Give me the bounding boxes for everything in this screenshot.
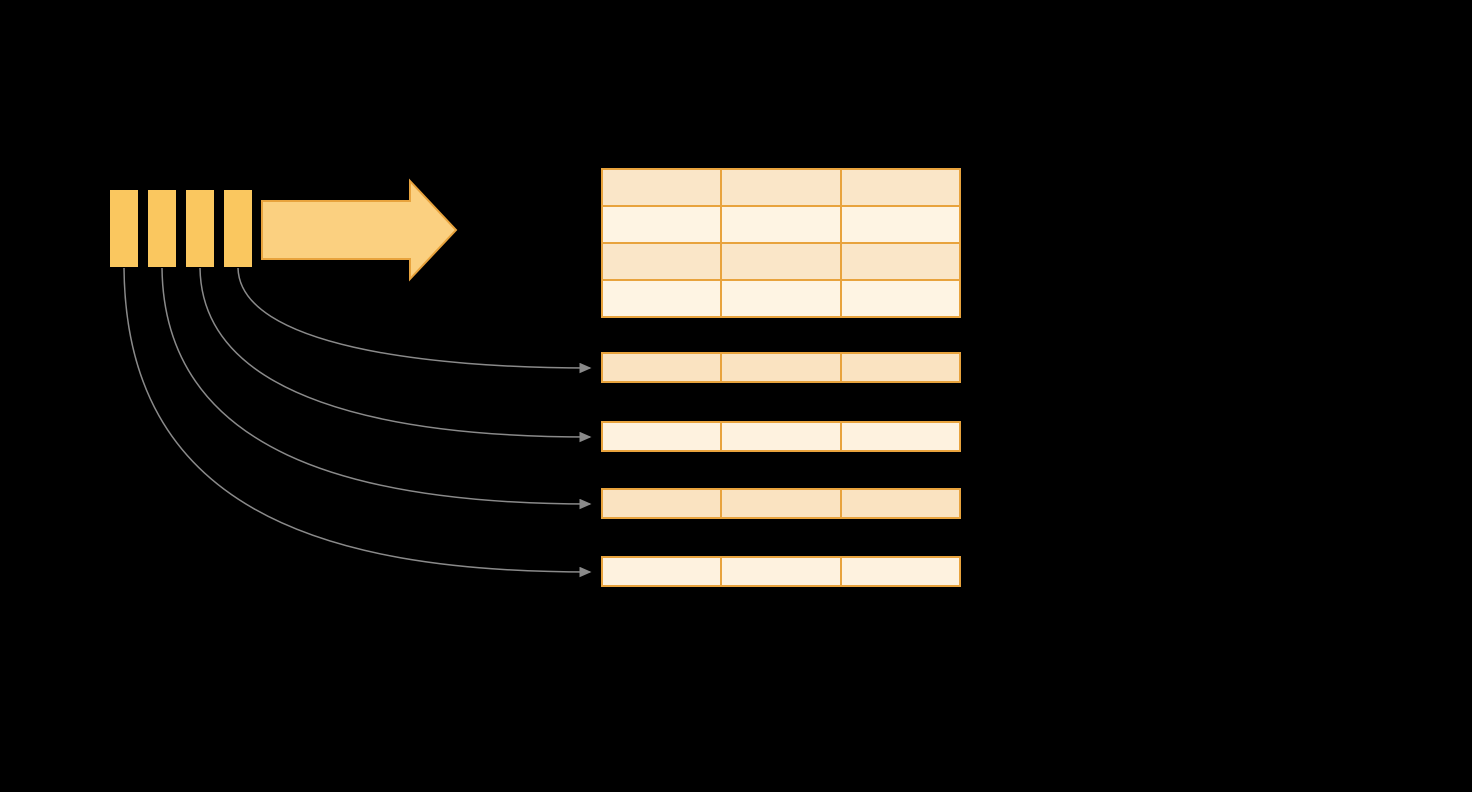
connector-arrow <box>199 267 592 443</box>
row-table-cell <box>720 558 839 585</box>
main-table <box>601 168 961 318</box>
row-table-cell <box>839 490 959 517</box>
row-table-cell <box>603 354 720 381</box>
stream-bar <box>110 190 138 267</box>
main-table-cell <box>603 207 720 242</box>
row-table <box>601 421 961 452</box>
main-table-cell <box>603 170 720 205</box>
row-table-cell <box>720 490 839 517</box>
row-table-cell <box>603 558 720 585</box>
stream-bar <box>186 190 214 267</box>
row-table <box>601 352 961 383</box>
main-table-row <box>603 279 959 316</box>
main-table-cell <box>839 244 959 279</box>
connector-arrow <box>123 267 592 578</box>
stream-bar <box>148 190 176 267</box>
row-table-cell <box>839 423 959 450</box>
main-table-row <box>603 170 959 205</box>
row-table-cell <box>603 423 720 450</box>
main-table-cell <box>720 281 839 316</box>
row-table-cell <box>720 354 839 381</box>
connector-arrow <box>237 267 592 374</box>
connector-arrow <box>161 267 592 510</box>
main-table-row <box>603 242 959 279</box>
main-table-cell <box>720 244 839 279</box>
row-table-cell <box>839 354 959 381</box>
flow-arrow-shape <box>261 178 458 282</box>
row-table-cell <box>603 490 720 517</box>
main-table-row <box>603 205 959 242</box>
stream-bars <box>110 190 252 267</box>
row-table <box>601 556 961 587</box>
main-table-cell <box>720 207 839 242</box>
stream-bar <box>224 190 252 267</box>
flow-arrow-icon <box>261 178 458 282</box>
row-table-cell <box>720 423 839 450</box>
row-table <box>601 488 961 519</box>
main-table-cell <box>839 170 959 205</box>
main-table-cell <box>839 207 959 242</box>
main-table-cell <box>603 281 720 316</box>
main-table-cell <box>839 281 959 316</box>
row-table-cell <box>839 558 959 585</box>
main-table-cell <box>603 244 720 279</box>
main-table-cell <box>720 170 839 205</box>
